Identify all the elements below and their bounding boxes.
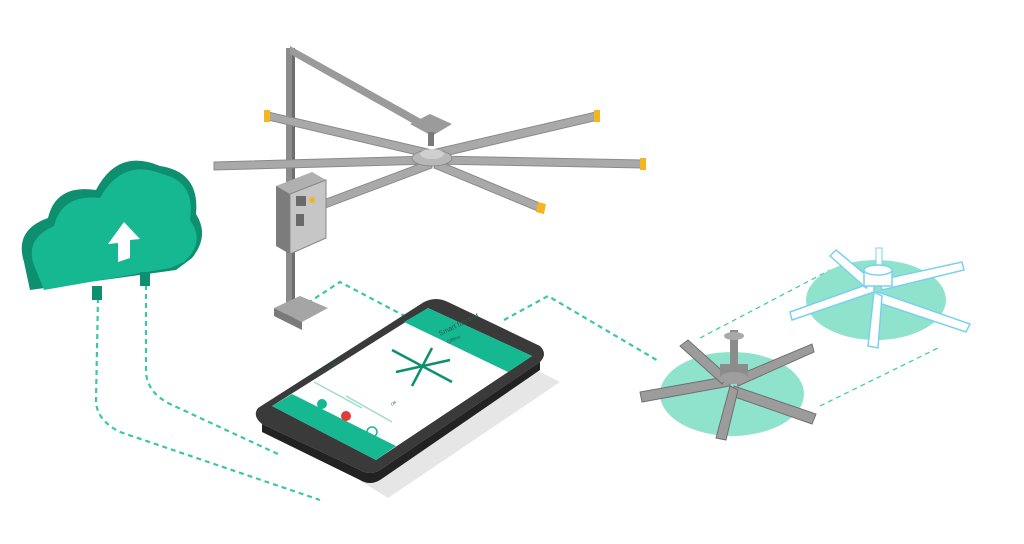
phone-app-status: Offline	[446, 334, 462, 346]
upload-arrow-icon	[108, 222, 140, 262]
connection-lines	[94, 269, 939, 502]
fan-link-line-top	[699, 269, 831, 339]
cloud-to-phone-line-1	[94, 297, 321, 502]
cloud-upload-icon	[21, 160, 203, 300]
fan-to-phone-line	[299, 280, 417, 323]
smartphone-icon: Smart fan test Offline 50% Fan speed Off	[255, 299, 560, 498]
fan-screen-icon	[391, 347, 453, 387]
bottom-nav	[272, 394, 396, 460]
app-bar	[404, 308, 532, 372]
industrial-fan-icon	[213, 46, 646, 330]
phone-to-ceiling-fan-line	[503, 294, 661, 363]
cloud-to-phone-line-2	[144, 285, 281, 456]
fan-link-line-bottom	[819, 347, 939, 407]
ceiling-fan-icon	[639, 330, 817, 441]
power-toggle	[341, 411, 351, 421]
ceiling-fan-outline-icon	[789, 247, 972, 349]
phone-right-reading: Off	[390, 399, 398, 406]
